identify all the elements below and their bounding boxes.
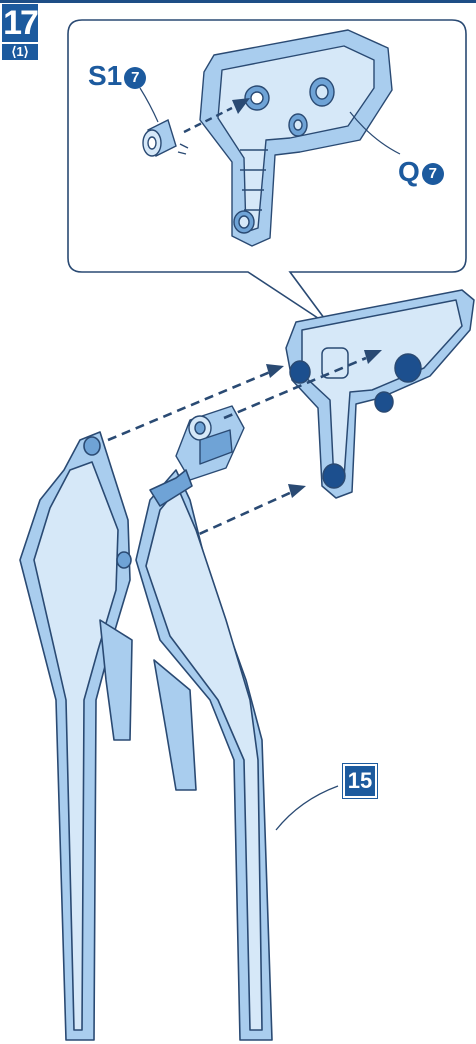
part-label-q-name: Q bbox=[398, 156, 420, 187]
part-s1-number-badge: 7 bbox=[124, 67, 146, 89]
part-label-s1-name: S1 bbox=[88, 60, 122, 91]
reference-step-badge: 15 bbox=[343, 764, 377, 798]
leg-frame bbox=[20, 432, 272, 1040]
part-q-large bbox=[286, 290, 474, 498]
connector-part bbox=[176, 406, 244, 480]
part-q-number-badge: 7 bbox=[422, 163, 444, 185]
ref-leader-line bbox=[276, 786, 338, 830]
